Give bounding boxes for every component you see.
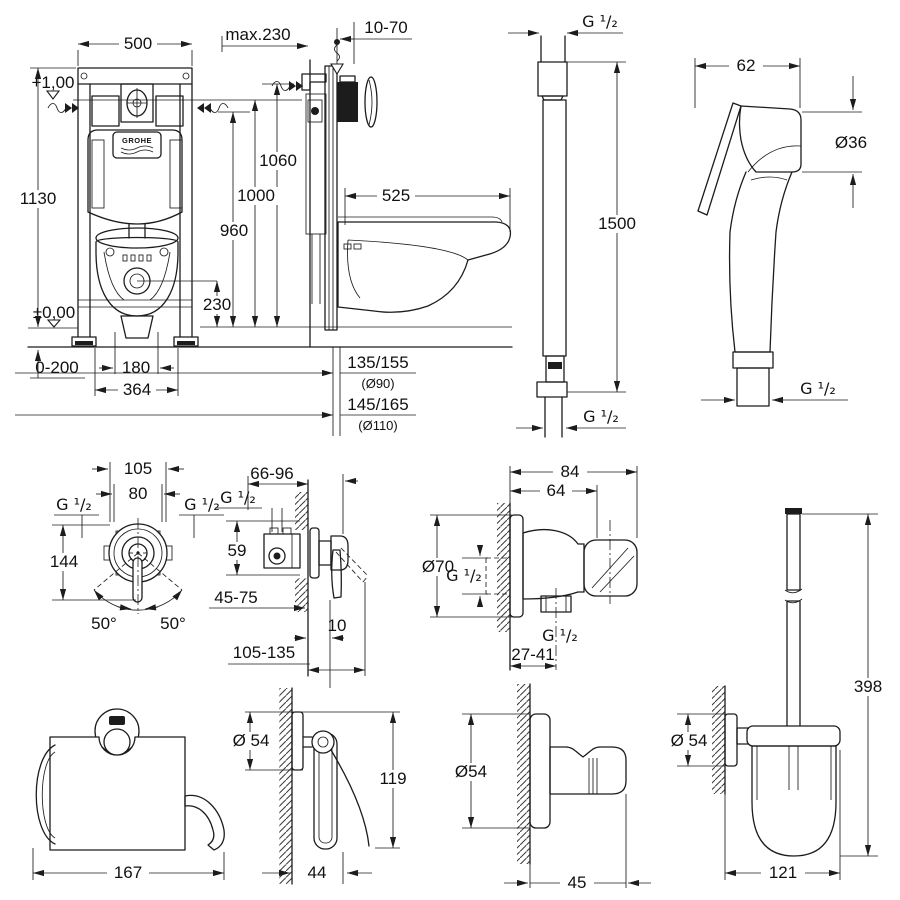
dim-level-zero: ±0,00 bbox=[33, 303, 75, 322]
dim-elbow-thread-wall: G ¹/₂ bbox=[446, 566, 482, 585]
dim-mixer-width-inner: 80 bbox=[129, 484, 148, 503]
dim-shower-thread: G ¹/₂ bbox=[800, 379, 836, 398]
dim-drain-height: 230 bbox=[203, 295, 231, 314]
paper-holder-side-view: Ø 54 119 44 bbox=[228, 687, 414, 885]
dim-mixer-wall-offset: 10 bbox=[328, 616, 347, 635]
dim-frame-rail-width: 364 bbox=[123, 380, 151, 399]
dim-paper-side-rosette: Ø 54 bbox=[233, 731, 270, 750]
hand-shower: 62 Ø36 G ¹/₂ bbox=[694, 56, 867, 407]
mixer-side-view: 66-96 G ¹/₂ 59 45-75 10 105-135 bbox=[209, 464, 369, 688]
dim-angle-right: 50° bbox=[160, 614, 186, 633]
dim-mixer-thread-left: G ¹/₂ bbox=[56, 495, 92, 514]
dim-mixer-depth-min: 45-75 bbox=[214, 588, 257, 607]
dim-mixer-thread-right: G ¹/₂ bbox=[184, 495, 220, 514]
dim-height-top: 1060 bbox=[259, 151, 297, 170]
water-supply-arrow-left bbox=[47, 102, 80, 114]
dim-level-plus: +1,00 bbox=[31, 73, 74, 92]
dim-brush-height: 398 bbox=[854, 677, 882, 696]
robe-hook: Ø54 45 bbox=[450, 683, 651, 892]
dim-brush-depth: 121 bbox=[769, 863, 797, 882]
dim-mixer-width-outer: 105 bbox=[124, 459, 152, 478]
dim-mixer-side-thread: G ¹/₂ bbox=[220, 488, 256, 507]
dim-drain-large: 145/165 bbox=[347, 395, 408, 414]
dim-elbow-depth-body: 64 bbox=[547, 481, 566, 500]
dim-bolt-spacing: 180 bbox=[122, 358, 150, 377]
dim-drain-small-dia: (Ø90) bbox=[361, 376, 394, 391]
dim-head-diameter: Ø36 bbox=[835, 133, 867, 152]
dim-hose-length: 1500 bbox=[598, 214, 636, 233]
installation-frame-front-view: GROHE +1,00 ±0,00 500 1130 0-200 180 364… bbox=[16, 34, 513, 399]
dim-elbow-rosette-diameter: Ø70 bbox=[422, 557, 454, 576]
dim-drain-small: 135/155 bbox=[347, 353, 408, 372]
dim-elbow-outlet-offset: 27-41 bbox=[511, 645, 554, 664]
dim-hose-thread-top: G ¹/₂ bbox=[582, 12, 618, 31]
mixer-front-view: 50° 50° 105 80 G ¹/₂ G ¹/₂ 144 bbox=[44, 459, 224, 633]
grohe-logo: GROHE bbox=[112, 131, 162, 159]
dim-hook-depth: 45 bbox=[568, 873, 587, 892]
dim-plate-depth: 10-70 bbox=[364, 18, 407, 37]
toilet-brush-set: 398 Ø 54 121 bbox=[666, 508, 890, 882]
dim-wall-distance: max.230 bbox=[225, 25, 290, 44]
dim-angle-left: 50° bbox=[91, 614, 117, 633]
wall-elbow-with-holder: 84 64 Ø70 G ¹/₂ G ¹/₂ 27-41 bbox=[416, 462, 638, 671]
dim-foot-adjust: 0-200 bbox=[35, 358, 78, 377]
paper-holder-front-view: 167 bbox=[32, 708, 225, 882]
installation-frame-side-view: max.230 10-70 1060 1000 960 525 135/155 … bbox=[15, 18, 512, 436]
dim-hose-thread-bottom: G ¹/₂ bbox=[583, 407, 619, 426]
dim-shower-width: 62 bbox=[737, 56, 756, 75]
dim-elbow-depth-total: 84 bbox=[561, 462, 580, 481]
dim-paper-width: 167 bbox=[114, 863, 142, 882]
dim-height-low: 960 bbox=[220, 221, 248, 240]
brand-label: GROHE bbox=[122, 136, 152, 145]
dim-bowl-depth: 525 bbox=[382, 186, 410, 205]
dim-elbow-thread-outlet: G ¹/₂ bbox=[542, 626, 578, 645]
dim-frame-height: 1130 bbox=[20, 189, 57, 208]
dim-drain-large-dia: (Ø110) bbox=[358, 418, 398, 433]
dim-mixer-height: 144 bbox=[50, 552, 78, 571]
dim-hook-rosette: Ø54 bbox=[455, 762, 487, 781]
dim-mixer-total-depth: 105-135 bbox=[233, 643, 295, 662]
dim-mixer-center-distance: 59 bbox=[228, 541, 247, 560]
dim-paper-side-depth: 44 bbox=[308, 863, 327, 882]
shower-hose: G ¹/₂ 1500 G ¹/₂ bbox=[508, 12, 639, 438]
dim-paper-side-height: 119 bbox=[379, 769, 406, 788]
dim-frame-width: 500 bbox=[124, 34, 152, 53]
dim-height-mid: 1000 bbox=[237, 186, 275, 205]
dim-mixer-depth-range: 66-96 bbox=[250, 464, 293, 483]
dim-brush-rosette-diameter: Ø 54 bbox=[671, 731, 708, 750]
water-supply-arrow-right bbox=[196, 102, 229, 114]
